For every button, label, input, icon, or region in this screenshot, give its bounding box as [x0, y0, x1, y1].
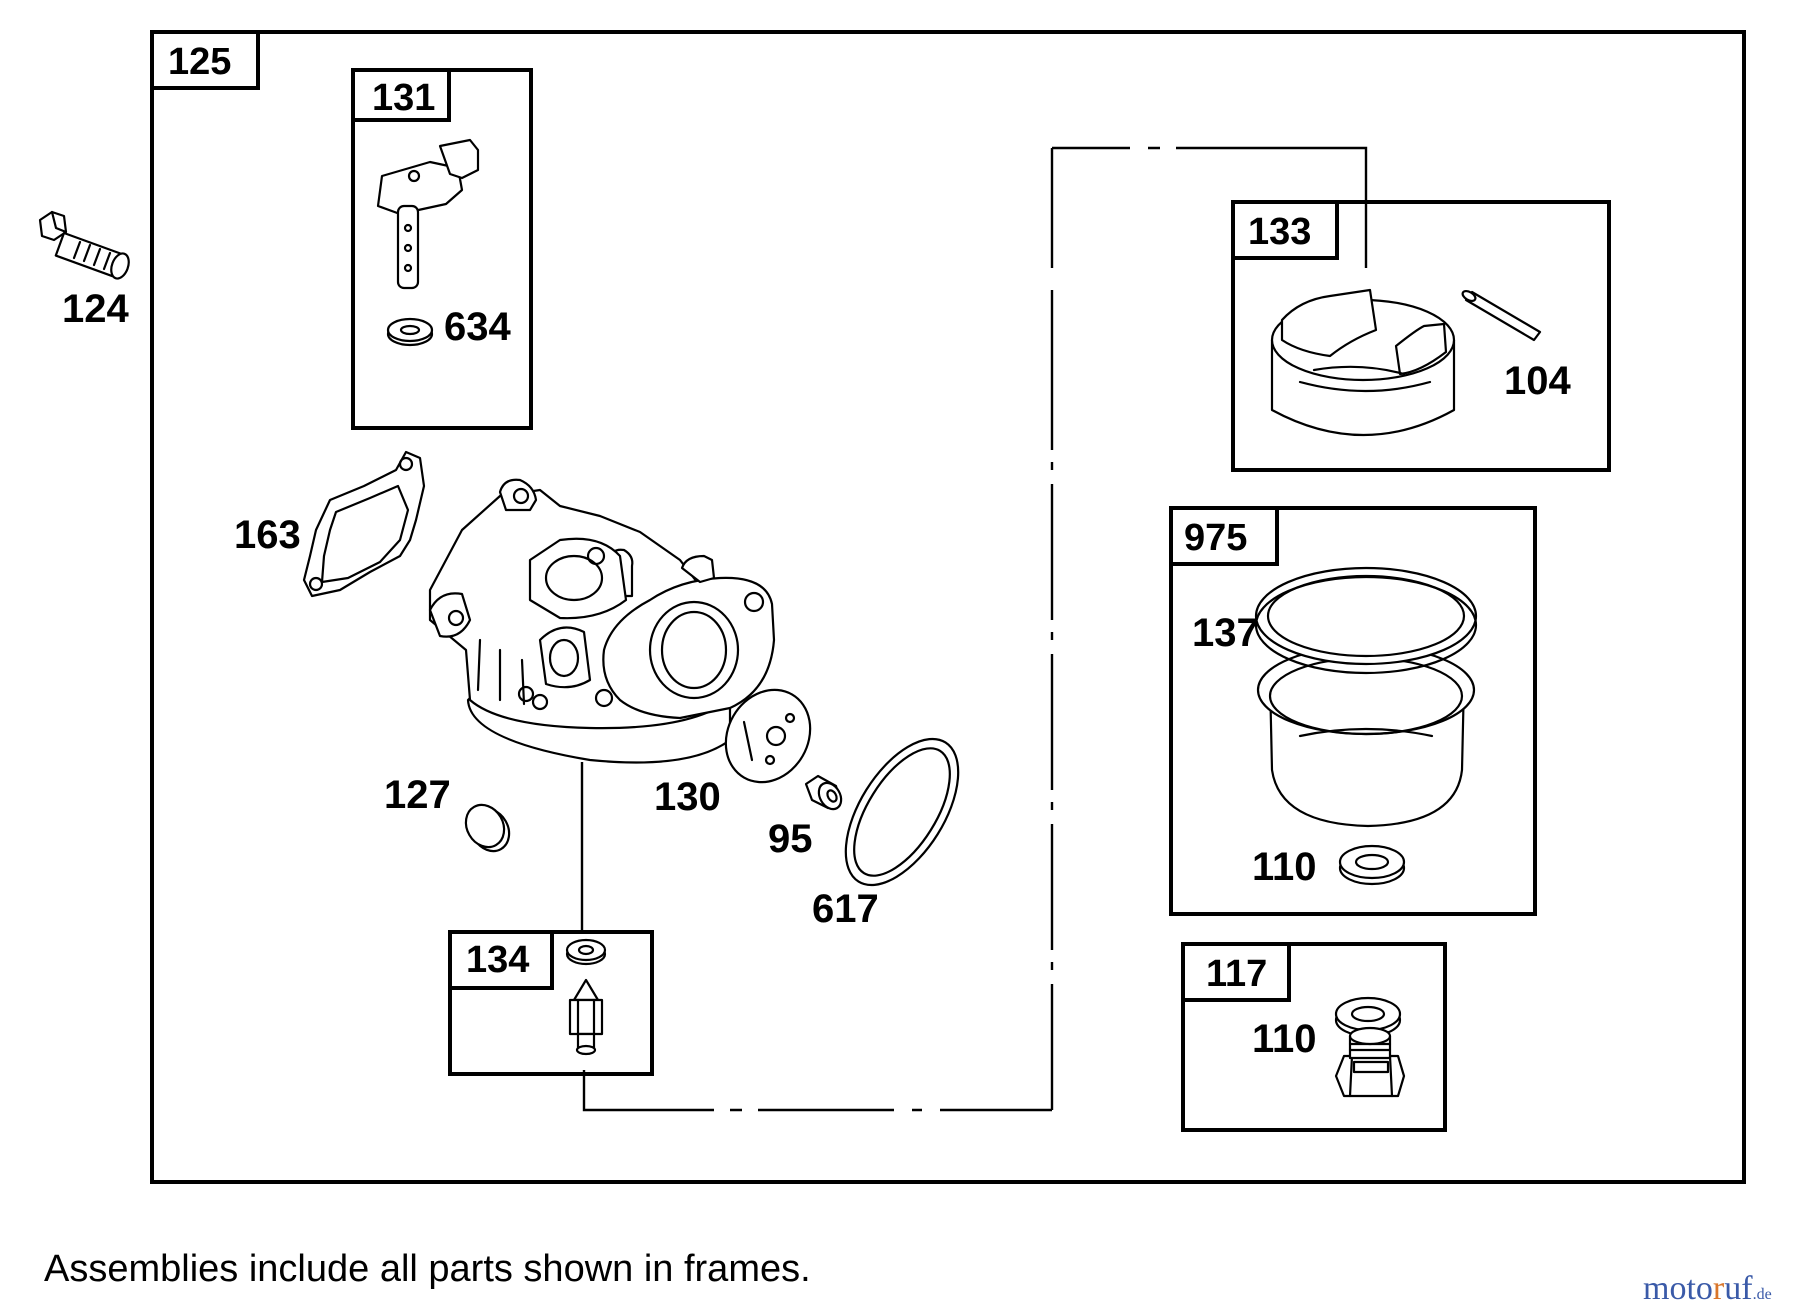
assembly-frame-117 [1181, 942, 1447, 1132]
assembly-frame-131 [351, 68, 533, 430]
bowl-gasket-part-137 [1254, 566, 1478, 675]
part-label-95: 95 [768, 817, 813, 861]
watermark-suffix: .de [1752, 1286, 1772, 1303]
part-label-130: 130 [654, 775, 721, 819]
assembly-tag-box-131 [351, 68, 451, 122]
part-label-634: 634 [444, 305, 511, 349]
washer-part-634 [386, 317, 434, 347]
watermark-text-1: moto [1643, 1270, 1713, 1307]
part-label-137: 137 [1192, 611, 1259, 655]
assembly-tag-box-134 [448, 930, 554, 990]
emulsion-disk-part-130 [724, 688, 812, 784]
float-part [1270, 288, 1456, 436]
watermark-text-2: r [1712, 1270, 1725, 1307]
part-label-104: 104 [1504, 359, 1571, 403]
gasket-part-163 [302, 450, 426, 598]
o-ring-part-617 [844, 737, 960, 887]
assembly-footnote: Assemblies include all parts shown in fr… [44, 1248, 811, 1290]
bowl-nut-part [1334, 1026, 1406, 1098]
carburetor-body-part [428, 478, 776, 764]
assembly-tag-117: 117 [1206, 953, 1267, 995]
assembly-tag-box-117 [1181, 942, 1291, 1002]
part-label-127: 127 [384, 773, 451, 817]
assembly-tag-box-125 [150, 30, 260, 90]
site-watermark: motoruf.de [1643, 1270, 1772, 1308]
part-label-163: 163 [234, 513, 301, 557]
jet-screw-part-95 [804, 774, 843, 811]
assembly-frame-125 [150, 30, 1746, 1184]
inlet-needle-part [568, 978, 604, 1056]
part-label-110-b: 110 [1252, 1017, 1317, 1061]
assembly-tag-125: 125 [168, 41, 231, 83]
assembly-frame-133 [1231, 200, 1611, 472]
assembly-tag-975: 975 [1184, 517, 1247, 559]
assembly-tag-box-133 [1231, 200, 1339, 260]
needle-seat-part [565, 938, 607, 966]
connector-lines [580, 146, 1368, 1112]
assembly-frame-975 [1169, 506, 1537, 916]
plug-part-127 [464, 803, 511, 853]
pin-part-104 [1461, 289, 1542, 342]
assembly-tag-box-975 [1169, 506, 1279, 566]
choke-shaft-part [376, 138, 480, 290]
assembly-tag-133: 133 [1248, 211, 1311, 253]
bolt-part-124 [38, 210, 130, 280]
part-label-617: 617 [812, 887, 879, 931]
watermark-text-3: uf [1724, 1270, 1753, 1307]
part-label-124: 124 [62, 287, 129, 331]
assembly-tag-134: 134 [466, 939, 529, 981]
assembly-tag-131: 131 [372, 77, 435, 119]
washer-part-110-a [1338, 844, 1406, 886]
part-label-110-a: 110 [1252, 845, 1317, 889]
